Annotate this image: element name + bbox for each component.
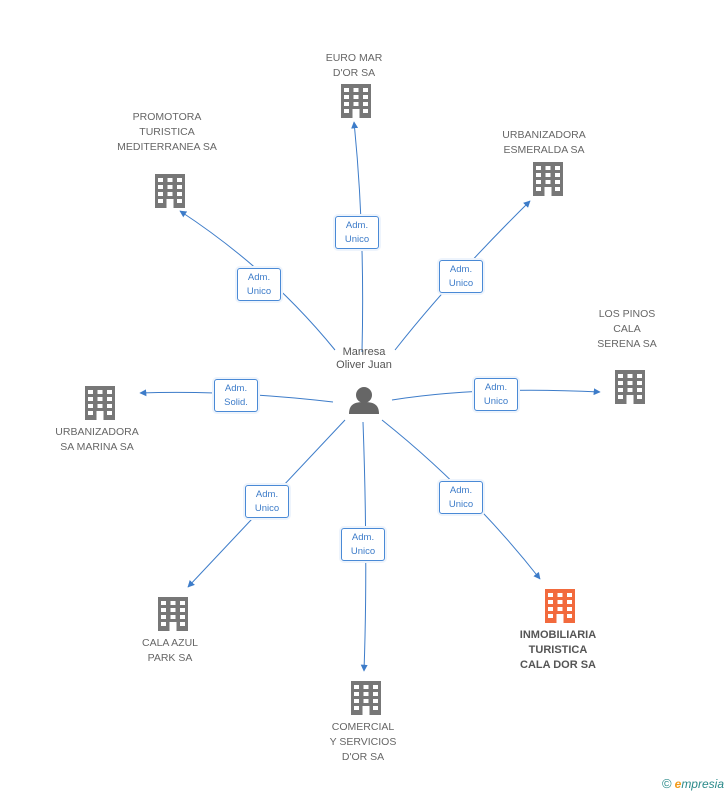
building-icon[interactable] (615, 370, 645, 404)
company-name-euro-mar[interactable]: EURO MAR D'OR SA (325, 52, 383, 79)
building-icon[interactable] (155, 174, 185, 208)
company-name-urbanizadora-esmeralda[interactable]: URBANIZADORA ESMERALDA SA (502, 129, 586, 156)
role-badge-cala-azul: Adm. Unico (245, 485, 289, 518)
brand-name: mpresia (681, 777, 724, 791)
building-icon[interactable] (85, 386, 115, 420)
brand-initial: e (674, 777, 682, 791)
role-badge-comercial: Adm. Unico (341, 528, 385, 561)
role-badge-urbanizadora-esmeralda: Adm. Unico (439, 260, 483, 293)
company-name-inmobiliaria[interactable]: INMOBILIARIA TURISTICA CALA DOR SA (519, 629, 597, 671)
role-badge-promotora: Adm. Unico (237, 268, 281, 301)
building-icon[interactable] (351, 681, 381, 715)
empresia-watermark: ©empresia (662, 776, 724, 791)
role-badge-inmobiliaria: Adm. Unico (439, 481, 483, 514)
company-name-cala-azul[interactable]: CALA AZUL PARK SA (141, 637, 199, 664)
company-name-urbanizadora-marina[interactable]: URBANIZADORA SA MARINA SA (55, 426, 139, 453)
building-icon[interactable] (158, 597, 188, 631)
role-badge-euro-mar: Adm. Unico (335, 216, 379, 249)
company-name-promotora[interactable]: PROMOTORA TURISTICA MEDITERRANEA SA (117, 111, 217, 153)
building-icon[interactable] (341, 84, 371, 118)
copyright-symbol: © (662, 776, 672, 791)
person-icon (349, 387, 379, 414)
role-badge-los-pinos: Adm. Unico (474, 378, 518, 411)
building-icon[interactable] (545, 589, 575, 623)
company-name-comercial[interactable]: COMERCIAL Y SERVICIOS D'OR SA (329, 721, 397, 763)
building-icon[interactable] (533, 162, 563, 196)
company-name-los-pinos[interactable]: LOS PINOS CALA SERENA SA (597, 308, 657, 350)
role-badge-urbanizadora-marina: Adm. Solid. (214, 379, 258, 412)
person-name[interactable]: Manresa Oliver Juan (336, 346, 392, 371)
